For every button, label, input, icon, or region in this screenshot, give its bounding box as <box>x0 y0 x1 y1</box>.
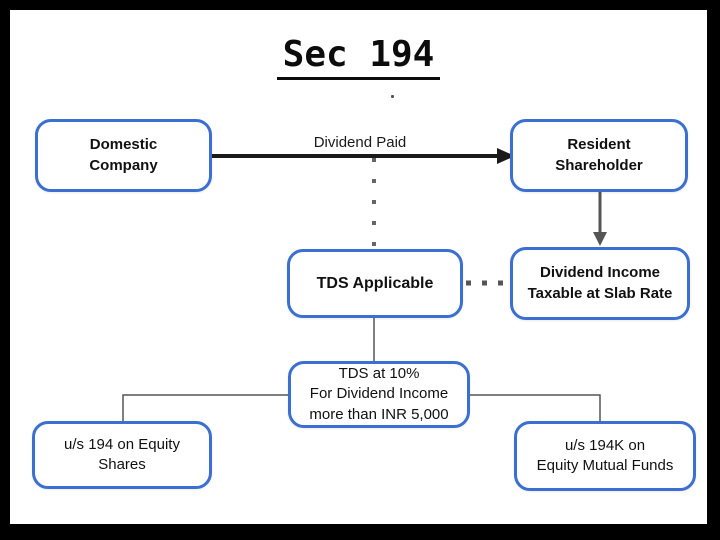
resident-to-slabrate-arrow <box>593 192 607 246</box>
node-dividend-income-slab-rate: Dividend Income Taxable at Slab Rate <box>510 247 690 320</box>
node-tds-rate-10-percent: TDS at 10% For Dividend Income more than… <box>288 361 470 428</box>
page-title: Sec 194 <box>276 34 441 80</box>
node-us-194k-equity-mutual-funds-label: u/s 194K on Equity Mutual Funds <box>536 436 674 474</box>
edge-label-dividend-paid: Dividend Paid <box>313 134 407 151</box>
dividend-paid-arrow <box>212 148 515 164</box>
node-tds-applicable-label: TDS Applicable <box>316 274 434 292</box>
node-domestic-company: Domestic Company <box>35 119 212 192</box>
elbow-connector-left <box>122 394 288 421</box>
node-resident-shareholder: Resident Shareholder <box>510 119 688 192</box>
node-dividend-income-slab-rate-label: Dividend Income Taxable at Slab Rate <box>527 264 673 302</box>
stray-dot <box>391 95 394 98</box>
node-resident-shareholder-label: Resident Shareholder <box>555 136 643 174</box>
node-tds-rate-10-percent-label: TDS at 10% For Dividend Income more than… <box>309 365 449 423</box>
node-tds-applicable: TDS Applicable <box>287 249 463 318</box>
elbow-connector-right <box>470 394 601 421</box>
node-us-194-equity-shares-label: u/s 194 on Equity Shares <box>64 435 180 473</box>
connector-layer <box>122 148 607 421</box>
node-domestic-company-label: Domestic Company <box>89 136 158 174</box>
node-us-194-equity-shares: u/s 194 on Equity Shares <box>32 421 212 489</box>
title-wrap: Sec 194 <box>10 34 707 80</box>
node-us-194k-equity-mutual-funds: u/s 194K on Equity Mutual Funds <box>514 421 696 491</box>
slide-canvas: Sec 194 Dividend Paid Domestic Company R… <box>10 10 707 524</box>
